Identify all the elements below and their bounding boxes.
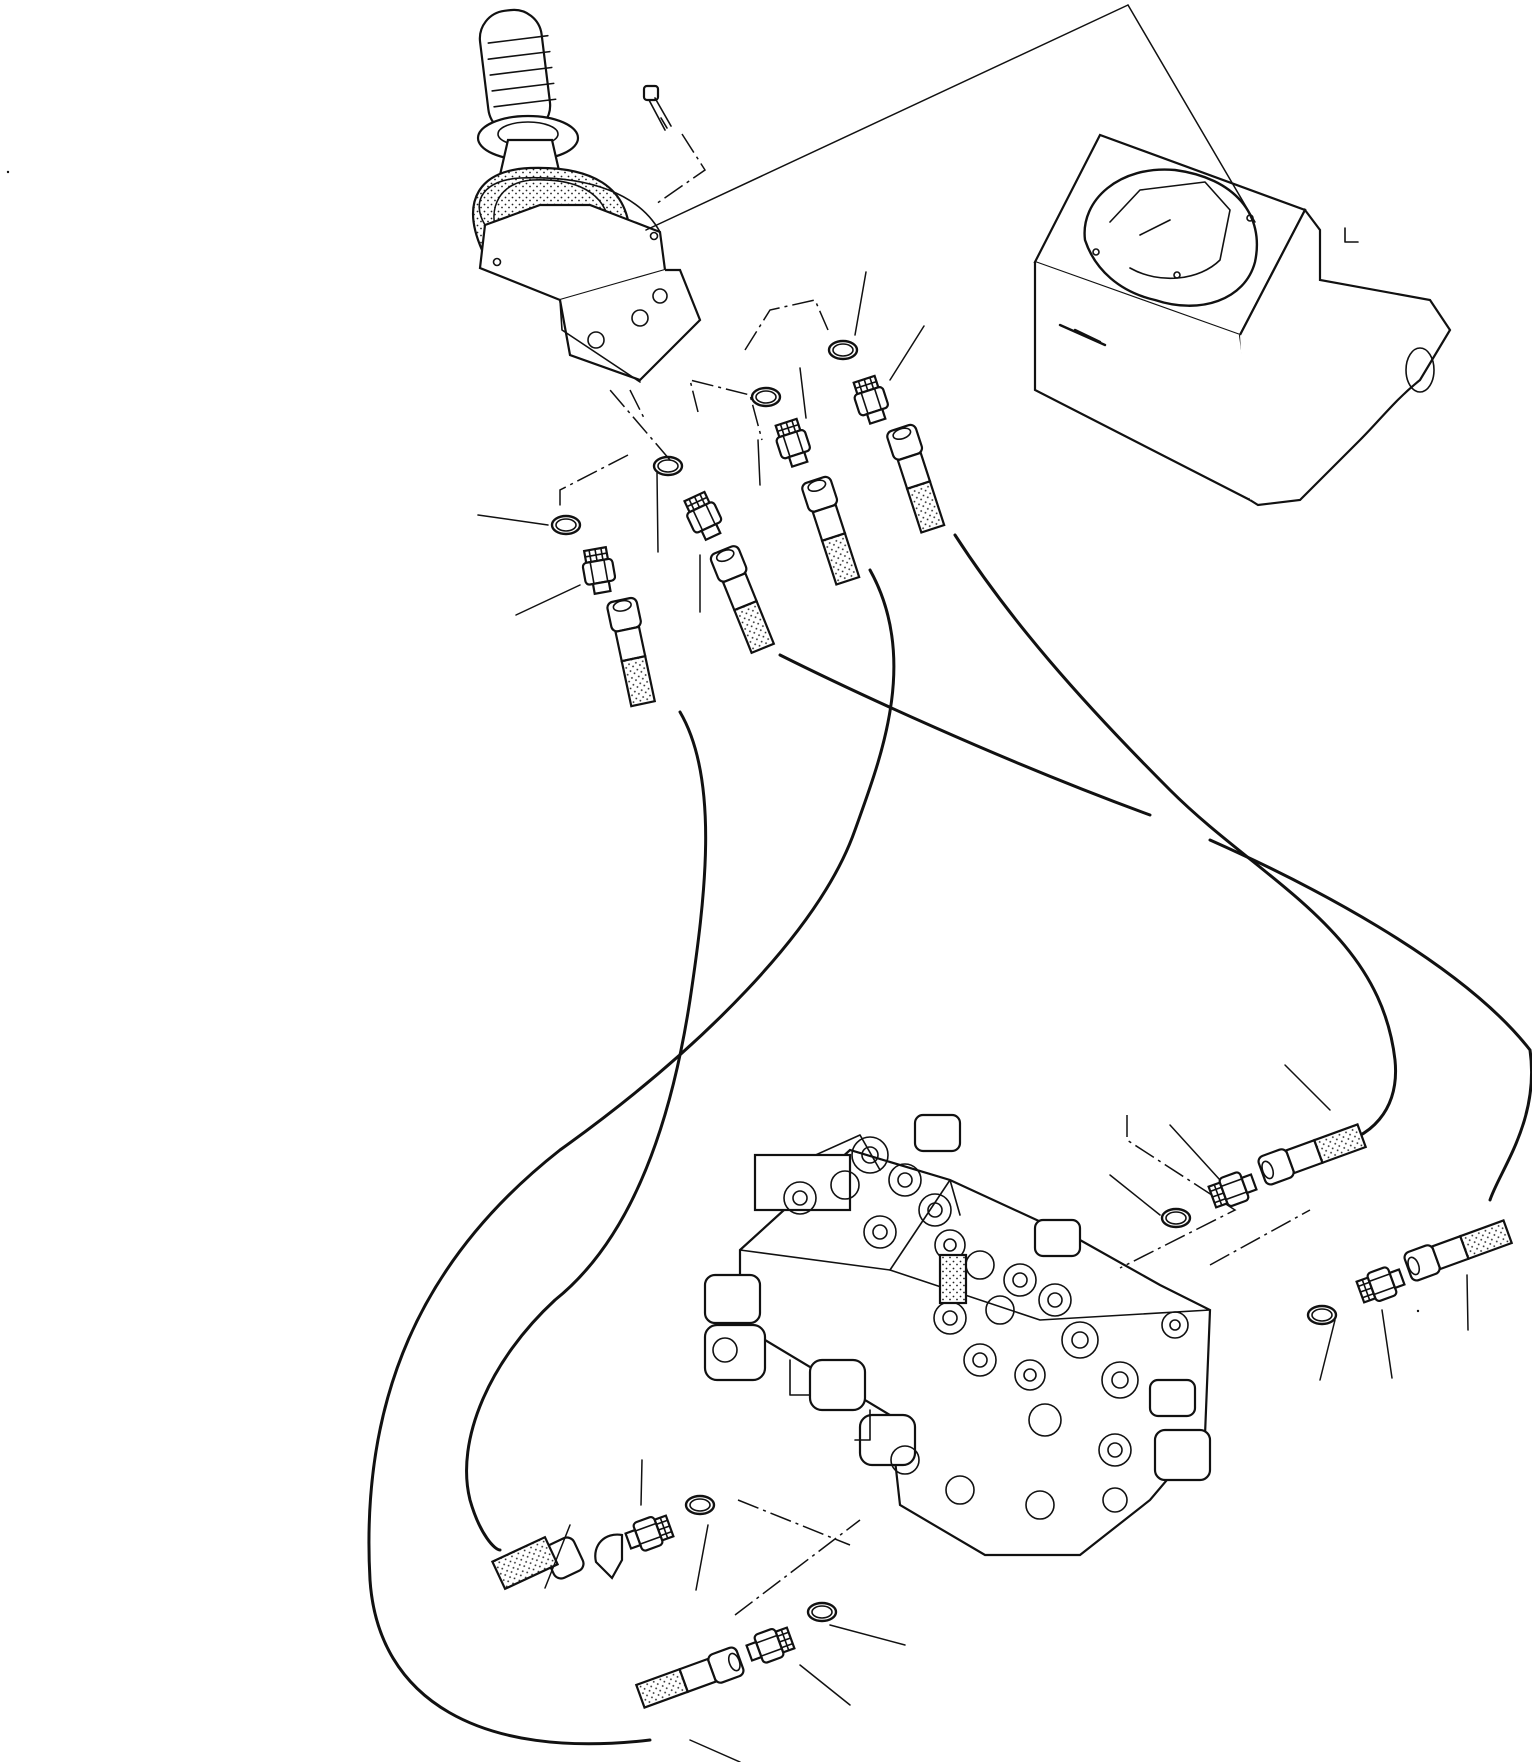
- o-ring-icon: [684, 1494, 716, 1516]
- o-ring-icon: [827, 339, 859, 361]
- hose-icon: [367, 533, 1532, 1746]
- fitting-icon: [679, 489, 728, 544]
- fitting-icon: [770, 416, 816, 470]
- o-ring-icon: [1160, 1207, 1192, 1229]
- fitting-icon: [1354, 1261, 1408, 1308]
- hose-end-icon: [1401, 1216, 1514, 1284]
- valve-icon: [703, 1113, 1212, 1557]
- o-ring-icon: [1306, 1304, 1338, 1326]
- fitting-icon: [848, 373, 894, 427]
- hose-end-icon: [634, 1644, 747, 1712]
- joystick-icon: [472, 8, 702, 383]
- hose-end-icon: [884, 422, 949, 535]
- o-ring-icon: [750, 386, 782, 408]
- hose-end-icon: [799, 474, 864, 587]
- hose-end-icon: [605, 595, 659, 708]
- o-ring-icon: [806, 1601, 838, 1623]
- hose-end-icon: [707, 543, 778, 656]
- screw-icon: [642, 84, 672, 131]
- fitting-icon: [622, 1510, 676, 1557]
- fitting-icon: [579, 545, 619, 597]
- hose-end-icon: [1255, 1120, 1368, 1188]
- bracket-icon: [1033, 133, 1452, 507]
- o-ring-icon: [652, 455, 684, 477]
- o-ring-icon: [550, 514, 582, 536]
- elbow-fitting-icon: [490, 1533, 624, 1591]
- fitting-icon: [743, 1622, 797, 1669]
